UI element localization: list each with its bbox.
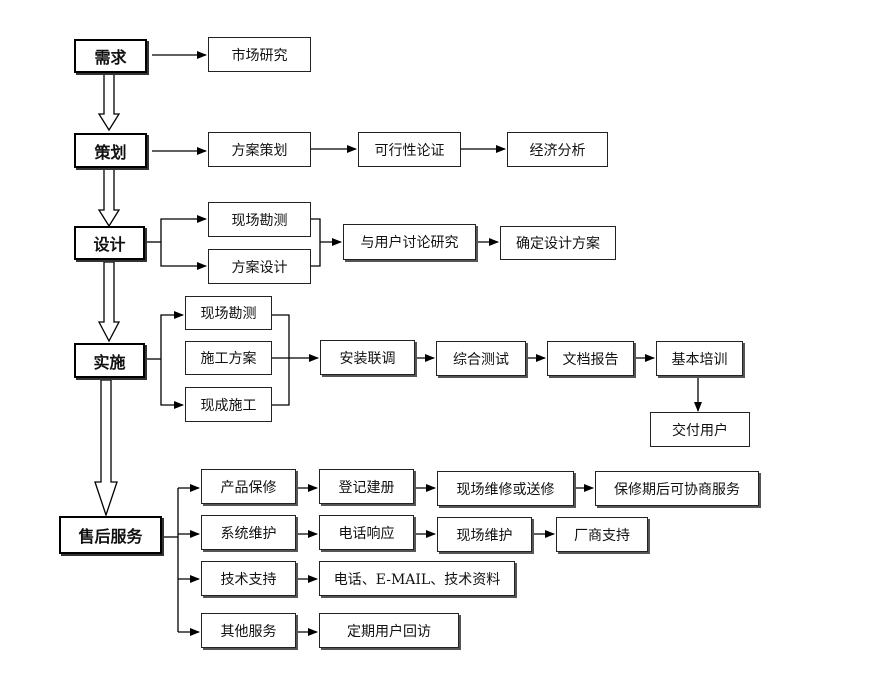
node-site-survey-design: 现场勘测 bbox=[208, 202, 311, 237]
stage-design: 设计 bbox=[74, 226, 145, 260]
node-construction-plan: 施工方案 bbox=[185, 341, 272, 375]
node-periodic-visit: 定期用户回访 bbox=[319, 613, 459, 648]
node-integration-test: 综合测试 bbox=[436, 341, 526, 376]
hollow-arrow-2 bbox=[97, 168, 121, 228]
arrow-sj-scheme bbox=[160, 242, 207, 270]
node-phone-response: 电话响应 bbox=[319, 515, 414, 550]
node-repair-or-send: 现场维修或送修 bbox=[437, 471, 574, 506]
node-confirm-design: 确定设计方案 bbox=[500, 226, 616, 260]
hollow-arrow-3 bbox=[97, 261, 121, 343]
stage-demand: 需求 bbox=[74, 39, 147, 73]
node-product-warranty: 产品保修 bbox=[201, 469, 296, 504]
node-vendor-support: 厂商支持 bbox=[556, 517, 648, 552]
node-doc-report: 文档报告 bbox=[547, 341, 634, 376]
stage-after-sales: 售后服务 bbox=[59, 516, 162, 554]
node-tech-support: 技术支持 bbox=[201, 561, 296, 596]
node-market-research: 市场研究 bbox=[208, 37, 311, 72]
hollow-arrow-1 bbox=[97, 72, 121, 132]
node-plan-design: 方案策划 bbox=[208, 132, 311, 167]
hollow-arrow-4 bbox=[94, 379, 118, 518]
node-system-maintenance: 系统维护 bbox=[201, 515, 296, 550]
stage-implementation: 实施 bbox=[74, 343, 145, 378]
merge-ss bbox=[272, 314, 290, 406]
node-onsite-construction: 现成施工 bbox=[185, 387, 272, 422]
node-post-warranty-service: 保修期后可协商服务 bbox=[595, 471, 759, 506]
node-install-debug: 安装联调 bbox=[320, 340, 415, 375]
node-economic-analysis: 经济分析 bbox=[507, 132, 608, 167]
stage-planning: 策划 bbox=[74, 133, 147, 168]
node-register-record: 登记建册 bbox=[319, 469, 414, 504]
node-onsite-maintenance: 现场维护 bbox=[437, 517, 532, 552]
node-scheme-design: 方案设计 bbox=[208, 249, 311, 284]
merge-sj bbox=[311, 218, 321, 267]
node-discuss-with-user: 与用户讨论研究 bbox=[343, 224, 476, 260]
node-other-services: 其他服务 bbox=[201, 613, 296, 648]
node-basic-training: 基本培训 bbox=[656, 341, 743, 376]
node-deliver-user: 交付用户 bbox=[650, 412, 750, 447]
node-site-survey-impl: 现场勘测 bbox=[185, 296, 272, 330]
node-phone-email-docs: 电话、E-MAIL、技术资料 bbox=[319, 561, 515, 596]
arrow-sj-survey bbox=[160, 215, 207, 242]
arrow-ss-construct bbox=[160, 359, 184, 409]
node-feasibility: 可行性论证 bbox=[358, 132, 461, 167]
arrow-ss-survey bbox=[160, 311, 184, 359]
